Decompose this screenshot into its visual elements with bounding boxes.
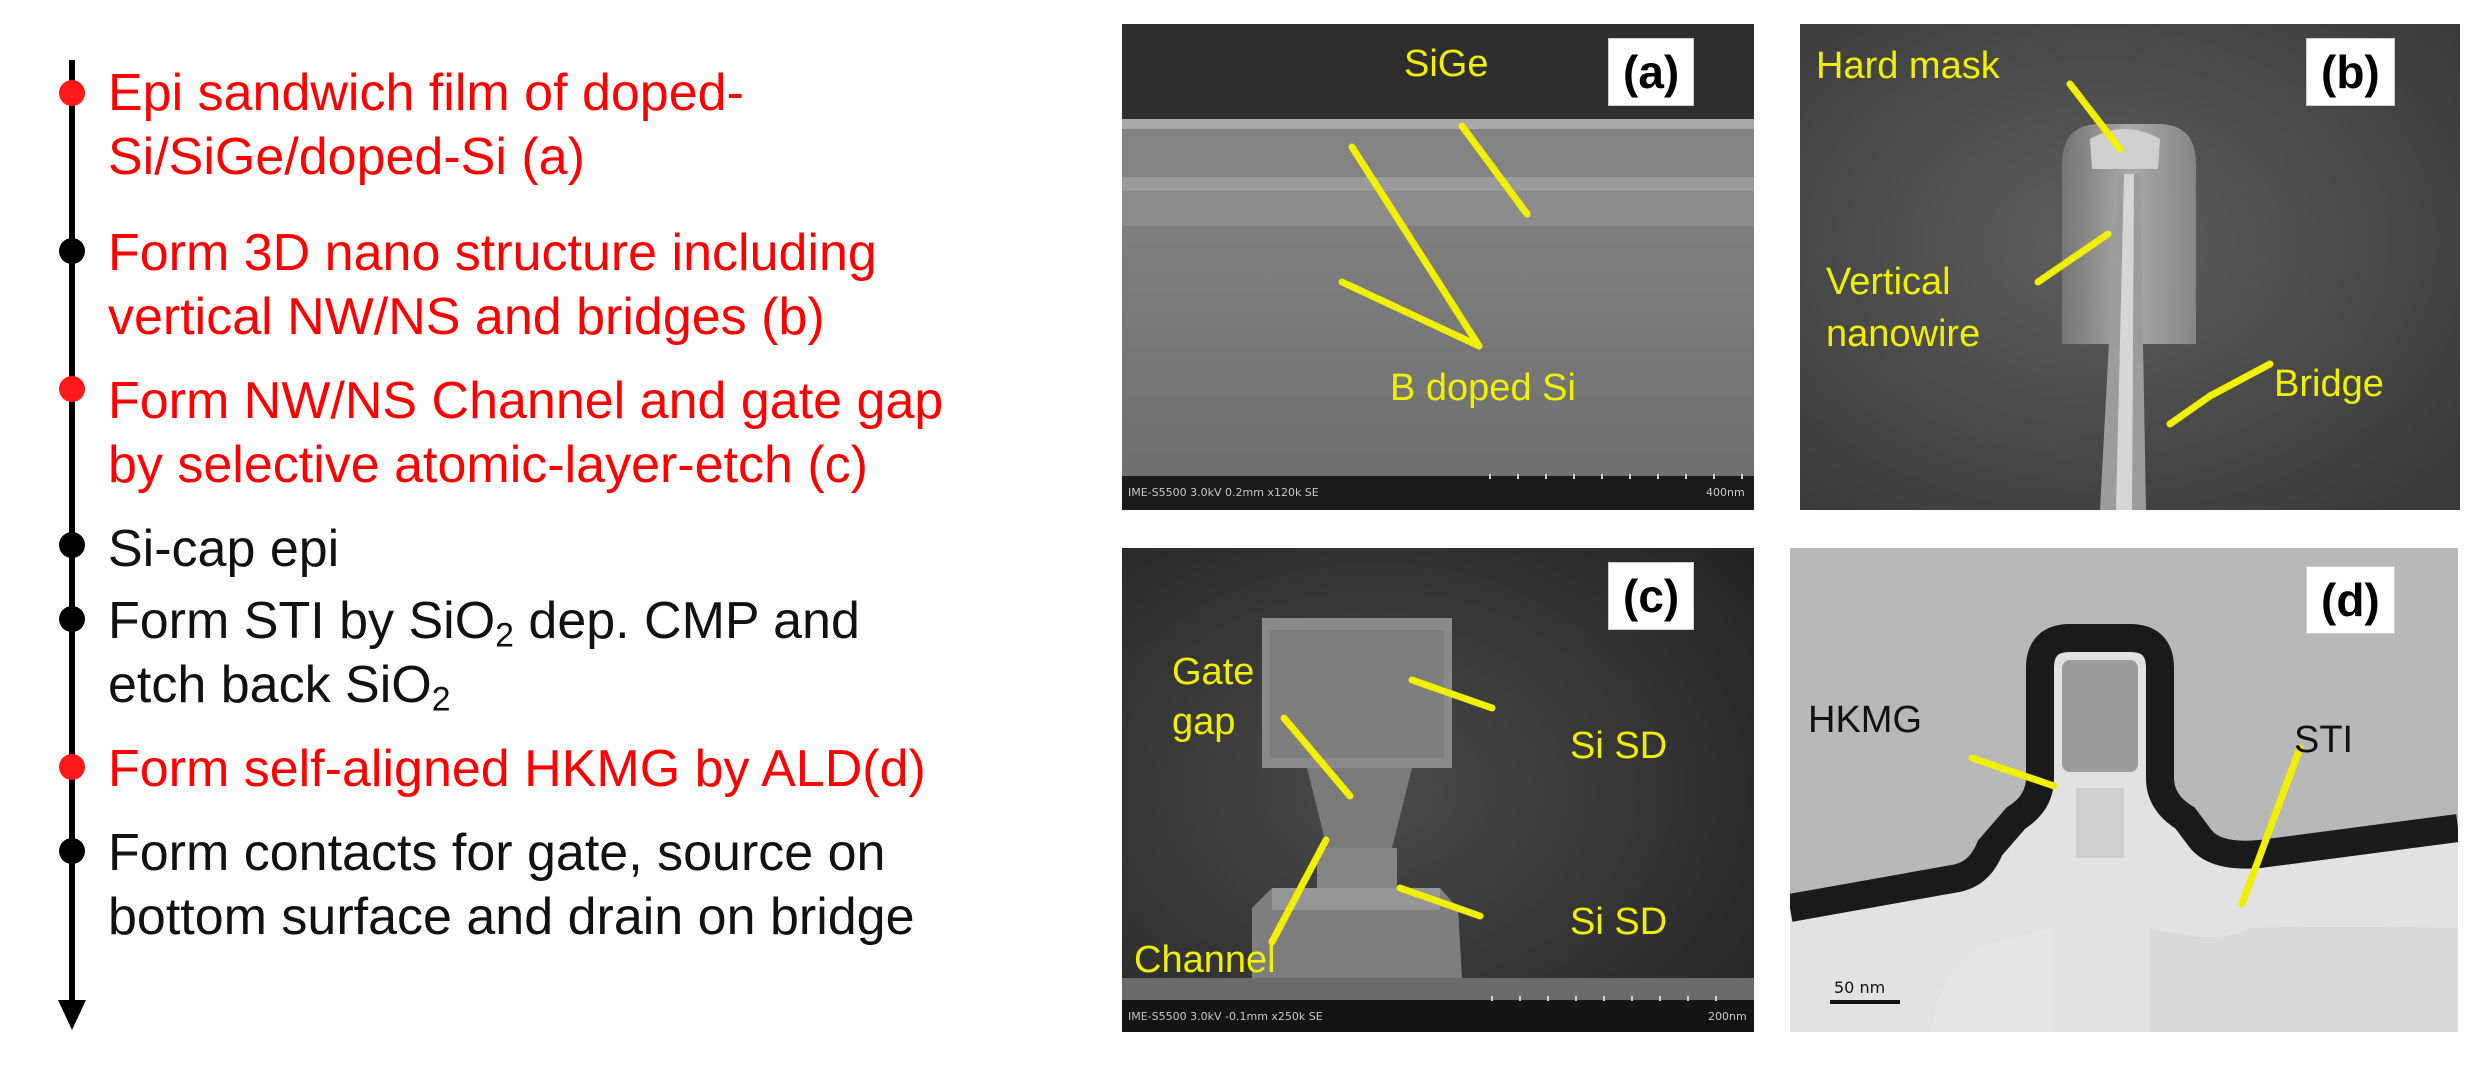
step-marker-black: [59, 532, 85, 558]
step-marker-black: [59, 238, 85, 264]
sem-panel-c: (c) Gate gap Si SD Si SD Channel IME-S55…: [1122, 548, 1754, 1032]
sem-meta: IME-S5500 3.0kV -0.1mm x250k SE: [1128, 1010, 1323, 1023]
label-bridge: Bridge: [2274, 363, 2384, 405]
label-hkmg: HKMG: [1808, 699, 1922, 741]
label-gap: gap: [1172, 701, 1236, 743]
step-5-line-2: etch back SiO2: [108, 656, 451, 719]
step-marker-red: [59, 376, 85, 402]
sem-meta: IME-S5500 3.0kV 0.2mm x120k SE: [1128, 486, 1319, 499]
label-hard-mask: Hard mask: [1816, 45, 2000, 87]
label-gate: Gate: [1172, 651, 1255, 693]
step-2-line-1: Form 3D nano structure including: [108, 224, 877, 282]
scale-bar-label: 400nm: [1706, 486, 1745, 499]
scale-bar-label: 50 nm: [1834, 978, 1886, 997]
step-marker-black: [59, 606, 85, 632]
timeline-arrow-icon: [58, 1000, 86, 1030]
pointer-lines: [1968, 744, 2304, 908]
label-sti: STI: [2294, 719, 2354, 761]
label-sige: SiGe: [1404, 43, 1489, 85]
step-7-line-2: bottom surface and drain on bridge: [108, 888, 915, 946]
panel-c-tag: (c): [1608, 562, 1695, 630]
panel-a-tag: (a): [1608, 38, 1695, 106]
panel-b-tag: (b): [2306, 38, 2395, 106]
tem-panel-d: (d) HKMG STI 50 nm: [1790, 548, 2458, 1032]
label-channel: Channel: [1134, 939, 1276, 981]
step-4-line-1: Si-cap epi: [108, 520, 340, 578]
step-2-line-2: vertical NW/NS and bridges (b): [108, 288, 825, 346]
step-1-line-1: Epi sandwich film of doped-: [108, 64, 744, 122]
label-nanowire: nanowire: [1826, 313, 1981, 355]
label-vertical: Vertical: [1826, 261, 1951, 303]
step-3-line-2: by selective atomic-layer-etch (c): [108, 436, 868, 494]
step-1-line-2: Si/SiGe/doped-Si (a): [108, 128, 585, 186]
label-b-doped-si: B doped Si: [1390, 367, 1576, 409]
pointer-lines: [1268, 676, 1496, 946]
step-marker-red: [59, 80, 85, 106]
step-7-line-1: Form contacts for gate, source on: [108, 824, 886, 882]
process-flow: Epi sandwich film of doped- Si/SiGe/dope…: [0, 0, 1120, 1074]
step-6-line-1: Form self-aligned HKMG by ALD(d): [108, 740, 926, 798]
step-5-line-1: Form STI by SiO2 dep. CMP and: [108, 592, 860, 655]
step-3-line-1: Form NW/NS Channel and gate gap: [108, 372, 944, 430]
step-marker-black: [59, 838, 85, 864]
label-si-sd-top: Si SD: [1570, 725, 1668, 767]
sem-panel-a: (a) SiGe B doped Si IME-S5500 3.0kV 0.2m…: [1122, 24, 1754, 510]
step-marker-red: [59, 754, 85, 780]
pointer-lines: [1338, 122, 1531, 350]
scale-bar-label: 200nm: [1708, 1010, 1747, 1023]
panel-d-tag: (d): [2306, 566, 2395, 634]
pointer-lines: [2034, 80, 2274, 428]
sem-panel-b: (b) Hard mask Vertical nanowire Bridge: [1800, 24, 2460, 510]
label-si-sd-bottom: Si SD: [1570, 901, 1668, 943]
